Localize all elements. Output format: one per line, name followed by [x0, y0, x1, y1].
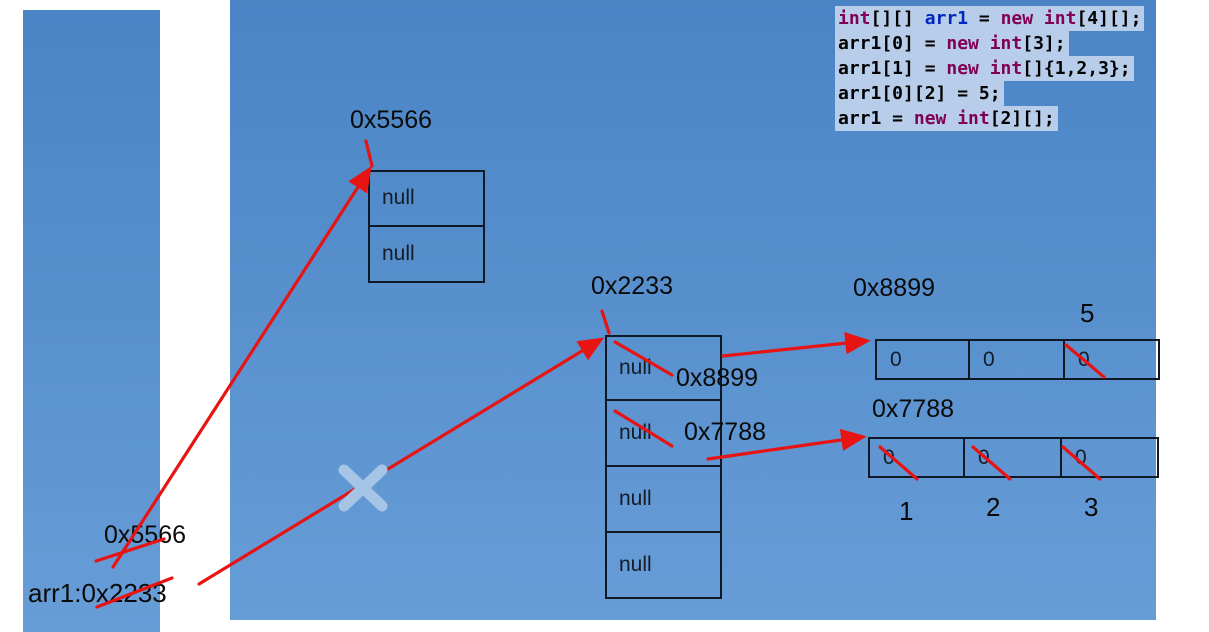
array-cell: null: [368, 226, 485, 283]
code-block: int[][] arr1 = new int[4][];arr1[0] = ne…: [835, 6, 1145, 131]
init-value-2-label: 2: [986, 492, 1001, 522]
code-segment: =: [968, 8, 1001, 29]
code-segment: new int: [946, 33, 1023, 54]
array-cell: null: [605, 467, 722, 533]
array-cell: 0: [875, 339, 970, 380]
code-line: arr1[0] = new int[3];: [835, 31, 1069, 56]
code-segment: [3];: [1022, 33, 1066, 54]
array-7788-address-label: 0x7788: [872, 395, 955, 423]
new-ref-8899-label: 0x8899: [676, 364, 759, 392]
code-segment: []{1,2,3};: [1022, 58, 1131, 79]
init-value-1-label: 1: [899, 496, 914, 526]
code-line: arr1 = new int[2][];: [835, 106, 1058, 131]
array-cell: null: [605, 533, 722, 599]
code-line: arr1[0][2] = 5;: [835, 81, 1004, 106]
code-segment: [][]: [870, 8, 925, 29]
array-8899-address-label: 0x8899: [853, 274, 936, 302]
code-line: arr1[1] = new int[]{1,2,3};: [835, 56, 1134, 81]
array-2233-address-label: 0x2233: [591, 272, 674, 300]
code-segment: new int: [1000, 8, 1077, 29]
code-segment: int: [838, 8, 871, 29]
stack-old-ref-label: 0x5566: [104, 521, 187, 549]
array-5566-address-label: 0x5566: [350, 106, 433, 134]
array-cell: 0: [1062, 437, 1159, 478]
code-segment: [4][];: [1076, 8, 1142, 29]
array-0x8899: 0 0 0: [875, 339, 1160, 380]
code-segment: arr1[1] =: [838, 58, 947, 79]
code-segment: [2][];: [989, 108, 1055, 129]
code-segment: arr1[0] =: [838, 33, 947, 54]
array-cell: null: [368, 170, 485, 227]
array-cell: 0: [965, 437, 1062, 478]
init-value-3-label: 3: [1084, 492, 1099, 522]
array-cell: 0: [970, 339, 1065, 380]
new-value-label: 5: [1080, 298, 1095, 328]
code-segment: arr1: [924, 8, 969, 29]
stack-var-label: arr1:0x2233: [28, 578, 167, 608]
code-line: int[][] arr1 = new int[4][];: [835, 6, 1145, 31]
array-0x7788: 0 0 0: [868, 437, 1159, 478]
code-segment: arr1[0][2] = 5;: [838, 83, 1001, 104]
array-cell: 0: [868, 437, 965, 478]
array-cell: 0: [1065, 339, 1160, 380]
code-segment: arr1 =: [838, 108, 914, 129]
new-ref-7788-label: 0x7788: [684, 418, 767, 446]
code-segment: new int: [946, 58, 1023, 79]
array-0x5566: null null: [368, 170, 485, 283]
code-segment: new int: [913, 108, 990, 129]
